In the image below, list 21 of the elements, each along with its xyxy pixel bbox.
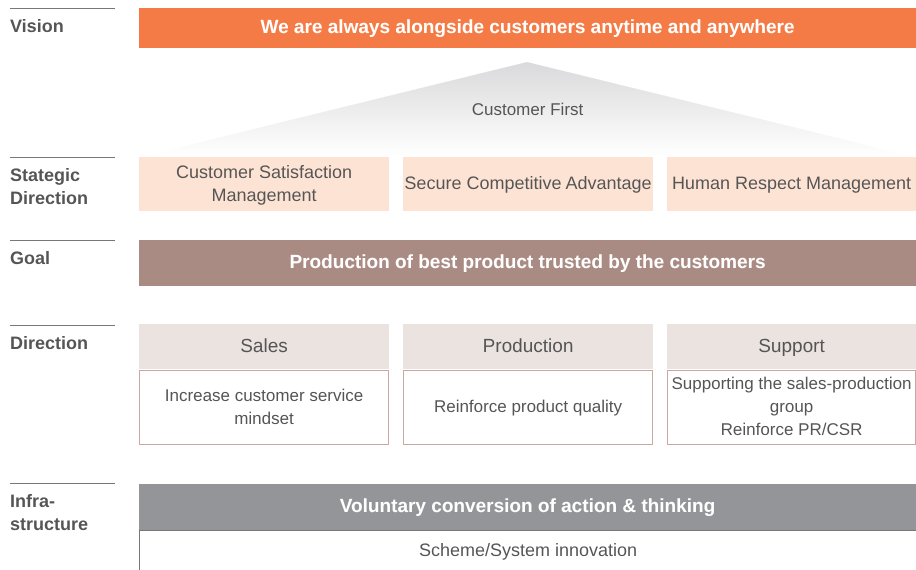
node-text: Reinforce PR/CSR bbox=[720, 418, 862, 441]
strategy-box: Human Respect Management bbox=[667, 157, 916, 211]
row-label: Direction bbox=[10, 325, 115, 356]
strategy-box: Customer Satisfaction Management bbox=[139, 157, 389, 211]
strategy-box: Secure Competitive Advantage bbox=[403, 157, 653, 211]
row-label: Goal bbox=[10, 240, 115, 270]
row-label: Vision bbox=[10, 8, 115, 38]
direction-header: Sales bbox=[139, 324, 389, 369]
row-label: Stategic Direction bbox=[10, 157, 115, 211]
direction-header: Production bbox=[403, 324, 653, 369]
direction-header: Support bbox=[667, 324, 916, 369]
goal-banner: Production of best product trusted by the customers bbox=[139, 240, 916, 286]
direction-box bbox=[667, 370, 916, 445]
infrastructure-banner: Voluntary conversion of action & thinking bbox=[139, 484, 916, 530]
infrastructure-box: Scheme/System innovation bbox=[139, 530, 916, 570]
node-text: Supporting the sales-production group bbox=[670, 373, 913, 418]
vision-banner: We are always alongside customers anytime and anywhere bbox=[139, 8, 916, 48]
direction-box: Increase customer service mindset bbox=[139, 370, 389, 445]
node-text: Customer First bbox=[472, 100, 584, 120]
direction-box: Reinforce product quality bbox=[403, 370, 653, 445]
row-label: Infra- structure bbox=[10, 483, 115, 537]
